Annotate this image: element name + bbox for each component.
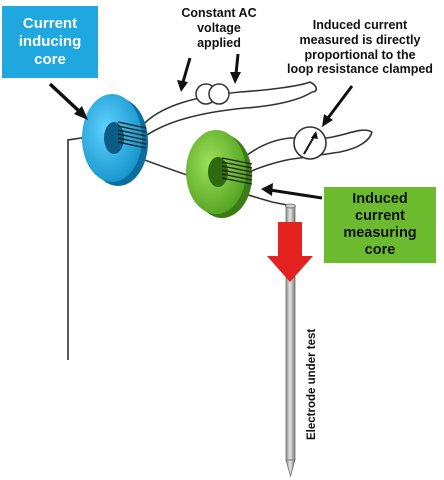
induced-current-label: Induced current measured is directly pro… [287, 18, 433, 77]
current-measuring-core [186, 130, 253, 218]
measuring-core-label: Induced current measuring core [324, 187, 436, 263]
ground-lead [67, 136, 89, 360]
ac-voltage-label: Constant AC voltage applied [181, 6, 257, 50]
ac-source-icon [195, 83, 230, 105]
inducing-core-label: Current inducing core [2, 6, 98, 78]
inducing-loop-wire [139, 81, 318, 141]
current-inducing-core [82, 94, 148, 186]
pointer-arrows [48, 53, 354, 200]
down-arrow-icon [267, 222, 313, 282]
ammeter-icon [293, 126, 327, 160]
electrode-label: Electrode under test [306, 328, 318, 440]
electrode-rod [285, 203, 296, 478]
